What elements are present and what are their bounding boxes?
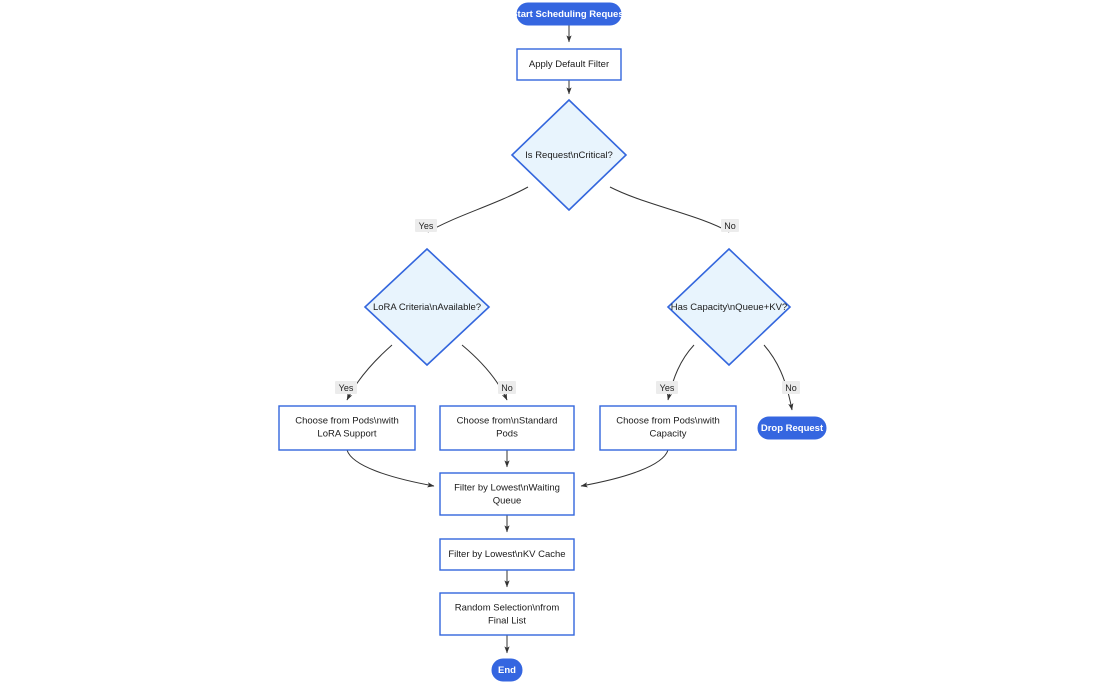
edge-label-text: Yes	[419, 221, 434, 231]
node-filter-kv-cache-label: Filter by Lowest\nKV Cache	[448, 549, 565, 560]
node-filter-kv-cache[interactable]: Filter by Lowest\nKV Cache	[439, 538, 575, 571]
node-choose-capacity-pods-shape[interactable]	[599, 405, 737, 451]
node-choose-capacity-pods[interactable]: Choose from Pods\nwith Capacity	[599, 405, 737, 451]
edge-label-text: No	[785, 383, 797, 393]
edges-layer	[346, 25, 794, 654]
node-random-selection-label-line1: Random Selection\nfrom	[455, 603, 560, 614]
node-lora-criteria-available-shape[interactable]	[363, 247, 491, 367]
node-filter-kv-cache-shape[interactable]	[439, 538, 575, 571]
node-filter-waiting-queue[interactable]: Filter by Lowest\nWaiting Queue	[439, 472, 575, 516]
node-choose-lora-pods-shape[interactable]	[278, 405, 416, 451]
edge-lora-criteria-to-choose-lora-pods-yes	[346, 344, 393, 401]
edge-label-text: Yes	[339, 383, 354, 393]
node-filter-waiting-queue-shape[interactable]	[439, 472, 575, 516]
node-start-label: Start Scheduling Request	[511, 9, 627, 20]
edge-lora-criteria-to-choose-standard-pods-no	[461, 344, 508, 401]
edge-label-text: No	[724, 221, 736, 231]
node-has-capacity-label: Has Capacity\nQueue+KV?	[671, 302, 787, 313]
edge-label-capacity-no: No	[782, 381, 800, 394]
node-drop-request-label: Drop Request	[761, 423, 824, 434]
edge-label-text: Yes	[660, 383, 675, 393]
edge-choose-capacity-pods-to-filter-waiting-queue	[580, 449, 669, 488]
edge-has-capacity-to-choose-capacity-pods-yes	[666, 344, 695, 401]
edge-label-critical-no: No	[721, 219, 739, 232]
node-choose-standard-pods-shape[interactable]	[439, 405, 575, 451]
node-lora-criteria-available[interactable]: LoRA Criteria\nAvailable?	[363, 247, 491, 367]
node-start-shape[interactable]	[516, 2, 622, 26]
edge-is-request-critical-to-has-capacity-no	[609, 186, 730, 233]
node-choose-lora-pods[interactable]: Choose from Pods\nwith LoRA Support	[278, 405, 416, 451]
node-filter-waiting-queue-label-line2: Queue	[493, 496, 522, 507]
edge-label-lora-no: No	[498, 381, 516, 394]
node-end[interactable]: End	[491, 658, 523, 682]
node-lora-criteria-available-label: LoRA Criteria\nAvailable?	[373, 302, 481, 313]
edge-choose-lora-pods-to-filter-waiting-queue	[346, 449, 435, 488]
node-is-request-critical[interactable]: Is Request\nCritical?	[510, 98, 628, 212]
node-is-request-critical-label: Is Request\nCritical?	[525, 150, 613, 161]
node-is-request-critical-shape[interactable]	[510, 98, 628, 212]
node-choose-capacity-pods-label-line2: Capacity	[650, 429, 687, 440]
node-random-selection-label-line2: Final List	[488, 616, 526, 627]
node-random-selection-shape[interactable]	[439, 592, 575, 636]
node-choose-capacity-pods-label-line1: Choose from Pods\nwith	[616, 416, 720, 427]
node-drop-request-shape[interactable]	[757, 416, 827, 440]
node-apply-default-filter[interactable]: Apply Default Filter	[516, 48, 622, 81]
nodes-layer: Start Scheduling Request Apply Default F…	[278, 2, 827, 682]
node-end-shape[interactable]	[491, 658, 523, 682]
node-end-label: End	[498, 665, 516, 676]
edge-is-request-critical-to-lora-criteria-yes	[427, 186, 529, 233]
node-apply-default-filter-label: Apply Default Filter	[529, 59, 609, 70]
node-drop-request[interactable]: Drop Request	[757, 416, 827, 440]
node-apply-default-filter-shape[interactable]	[516, 48, 622, 81]
edge-label-critical-yes: Yes	[415, 219, 437, 232]
node-has-capacity[interactable]: Has Capacity\nQueue+KV?	[666, 247, 792, 367]
node-choose-lora-pods-label-line2: LoRA Support	[317, 429, 377, 440]
edge-label-lora-yes: Yes	[335, 381, 357, 394]
node-start[interactable]: Start Scheduling Request	[511, 2, 628, 26]
edge-label-capacity-yes: Yes	[656, 381, 678, 394]
node-choose-standard-pods-label-line2: Pods	[496, 429, 518, 440]
edge-label-text: No	[501, 383, 513, 393]
node-has-capacity-shape[interactable]	[666, 247, 792, 367]
node-choose-standard-pods[interactable]: Choose from\nStandard Pods	[439, 405, 575, 451]
node-choose-standard-pods-label-line1: Choose from\nStandard	[457, 416, 558, 427]
node-random-selection[interactable]: Random Selection\nfrom Final List	[439, 592, 575, 636]
edge-has-capacity-to-drop-request-no	[763, 344, 794, 411]
node-choose-lora-pods-label-line1: Choose from Pods\nwith	[295, 416, 399, 427]
node-filter-waiting-queue-label-line1: Filter by Lowest\nWaiting	[454, 483, 560, 494]
edge-labels-layer: Yes No Yes No Yes No	[335, 219, 800, 394]
